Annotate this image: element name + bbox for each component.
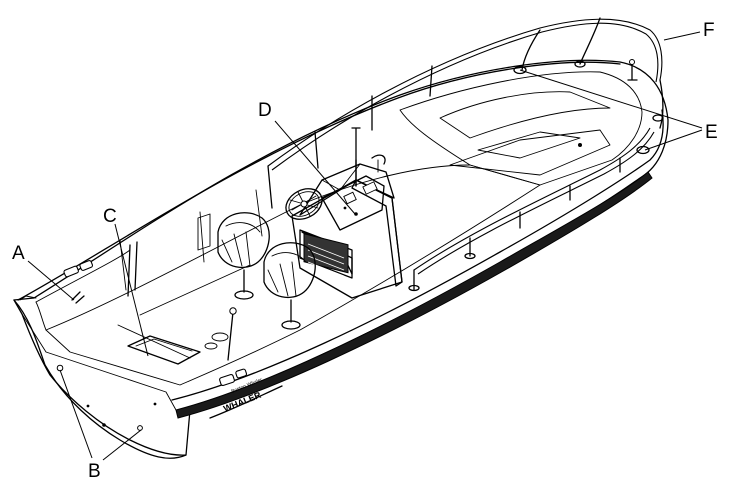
- bow-cushion: [477, 131, 581, 159]
- aft-rod-holder-2: [134, 241, 138, 291]
- callout-b: B: [88, 461, 101, 482]
- bow-rail: [267, 17, 664, 209]
- aft-walls: [35, 189, 263, 331]
- bow-cleat-dot: [578, 143, 582, 147]
- callout-a: A: [12, 243, 25, 264]
- stern-light-top: [229, 307, 237, 315]
- side-cleat: [219, 374, 235, 386]
- floor-drain: [211, 332, 229, 342]
- storage-hatch: [127, 335, 201, 365]
- forward-deck: [399, 71, 643, 186]
- steering-wheel: [285, 188, 323, 220]
- leader-e-1: [519, 69, 703, 129]
- leader-a: [27, 260, 75, 301]
- side-rail: [408, 60, 664, 292]
- bow-seat-2: [449, 129, 611, 176]
- rub-rail: [175, 171, 653, 419]
- transom-plug: [137, 425, 143, 431]
- bow-seat: [439, 91, 611, 139]
- gauge-2: [362, 181, 378, 195]
- gunwale-near: [171, 109, 664, 401]
- leader-e-2: [644, 129, 703, 151]
- seat-right: [263, 242, 316, 330]
- callout-labels: A B C D E F: [12, 20, 718, 482]
- leader-f: [663, 31, 701, 41]
- deck-hatch-line-2: [117, 324, 191, 359]
- cockpit: [45, 59, 643, 386]
- rear-cleat: [63, 265, 79, 278]
- fin-rail: [19, 295, 37, 301]
- callout-d: D: [258, 100, 272, 121]
- leader-b-1: [59, 369, 93, 459]
- throttle: [371, 154, 386, 165]
- gauge-dot-2: [343, 206, 347, 210]
- instrument-panel: [321, 175, 385, 231]
- gunwale-far: [17, 61, 621, 301]
- rear-cleat-2: [79, 260, 94, 271]
- console-side: [351, 179, 403, 287]
- leader-b-2: [102, 429, 142, 461]
- callout-e: E: [705, 122, 718, 143]
- callout-c: C: [103, 206, 117, 227]
- transom-drain: [56, 364, 64, 372]
- callout-f: F: [703, 20, 715, 41]
- center-console: [285, 127, 403, 299]
- transom-top: [21, 313, 177, 411]
- transom: [13, 299, 187, 456]
- seats: [217, 212, 316, 330]
- aft-rod-holder: [127, 244, 131, 297]
- gauge-1: [343, 191, 357, 205]
- deck-hatch-line: [139, 264, 251, 316]
- transom-eye-3: [153, 402, 157, 406]
- hull: [13, 59, 669, 459]
- seat-left: [217, 212, 270, 300]
- console-locker: [303, 233, 349, 274]
- transom-eye: [102, 423, 106, 427]
- cockpit-floor: [45, 164, 541, 386]
- stern-light-pole: [227, 311, 234, 361]
- stern-fitting-a: [71, 291, 85, 304]
- console-rail-top: [351, 127, 361, 187]
- side-cleat-2: [235, 368, 248, 379]
- gauge-dot: [354, 212, 358, 216]
- transom-eye-2: [86, 404, 90, 408]
- storage-hatch-inner: [135, 338, 193, 352]
- bow-cleat: [627, 63, 638, 81]
- callout-leaders: [27, 31, 703, 461]
- floor-drain-2: [204, 342, 218, 350]
- hull-logo-swoosh: [209, 385, 283, 419]
- fittings: [19, 241, 248, 386]
- leader-d: [274, 120, 356, 215]
- bow-cleat-top: [629, 59, 635, 65]
- leader-c: [114, 223, 149, 357]
